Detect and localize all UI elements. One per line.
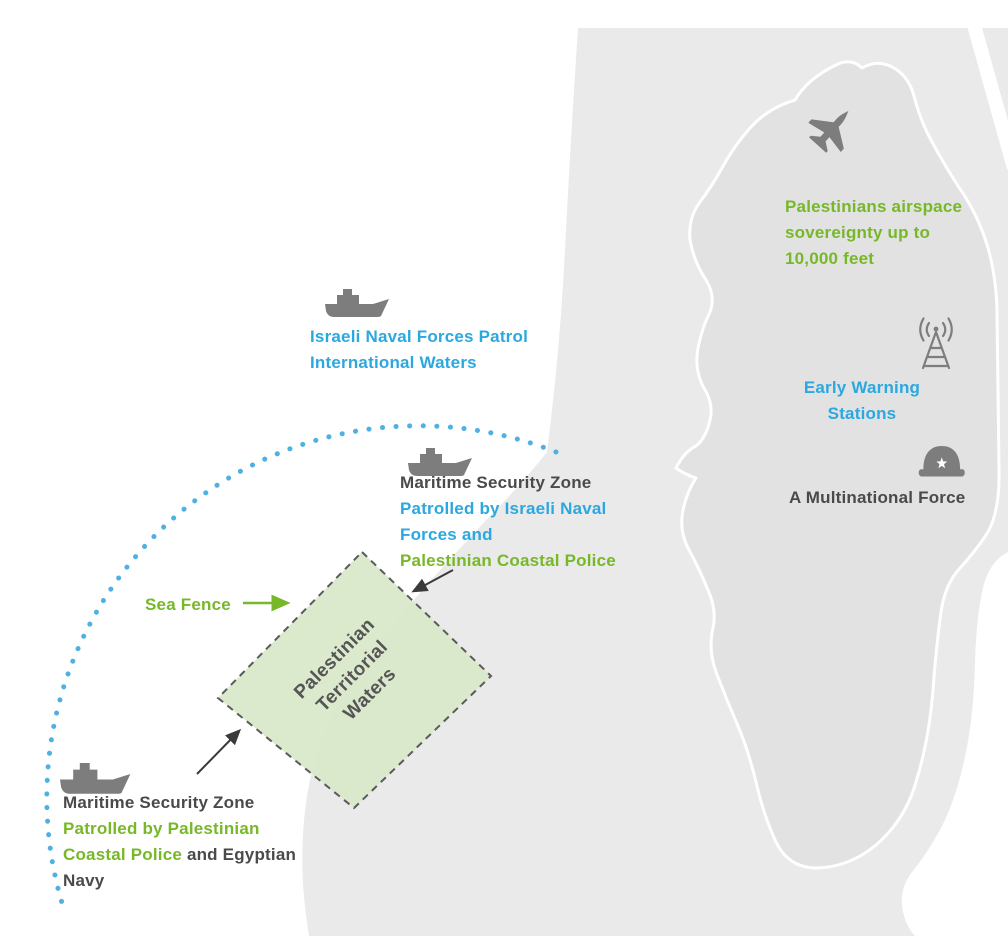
label-line: Stations <box>827 404 897 423</box>
multinational-force-label: A Multinational Force <box>789 485 965 511</box>
west-bank-region <box>674 60 1001 870</box>
arrow-to-maritime-zone-north <box>411 569 454 593</box>
jordan-river <box>965 16 1008 170</box>
dead-sea <box>901 552 1008 936</box>
label-line: 10,000 feet <box>785 249 875 268</box>
early-warning-label: Early Warning Stations <box>797 375 927 427</box>
palestinian-territorial-waters-zone <box>216 550 493 810</box>
label-line: Coastal Police and Egyptian <box>63 842 296 868</box>
label-line: Forces and <box>400 525 493 544</box>
label-segment: and Egyptian <box>182 845 297 864</box>
label-line: Patrolled by Israeli Naval <box>400 499 607 518</box>
label-line: Maritime Security Zone <box>63 793 255 812</box>
label-segment: Coastal Police <box>63 845 183 864</box>
label-line: Maritime Security Zone <box>400 473 592 492</box>
maritime-zone-south-label: Maritime Security Zone Patrolled by Pale… <box>63 790 296 894</box>
airspace-label: Palestinians airspace sovereignty up to … <box>785 194 962 272</box>
israeli-naval-patrol-label: Israeli Naval Forces Patrol Internationa… <box>310 324 528 376</box>
sea-fence-label: Sea Fence <box>145 592 231 618</box>
label-line: Early Warning <box>803 378 921 397</box>
label-line: A Multinational Force <box>789 488 966 507</box>
label-line: Palestinians airspace <box>785 197 963 216</box>
label-line: Navy <box>63 871 105 890</box>
label-line: Sea Fence <box>145 595 231 614</box>
label-line: Palestinian Coastal Police <box>400 551 616 570</box>
label-line: Patrolled by Palestinian <box>63 819 260 838</box>
radio-tower-icon <box>919 317 953 370</box>
label-line: Israeli Naval Forces Patrol <box>310 327 529 346</box>
label-line: sovereignty up to <box>785 223 931 242</box>
arrow-to-maritime-zone-south <box>196 728 242 775</box>
military-helmet-icon <box>918 446 965 477</box>
maritime-zone-north-label: Maritime Security Zone Patrolled by Isra… <box>400 470 616 574</box>
label-line: International Waters <box>310 353 477 372</box>
